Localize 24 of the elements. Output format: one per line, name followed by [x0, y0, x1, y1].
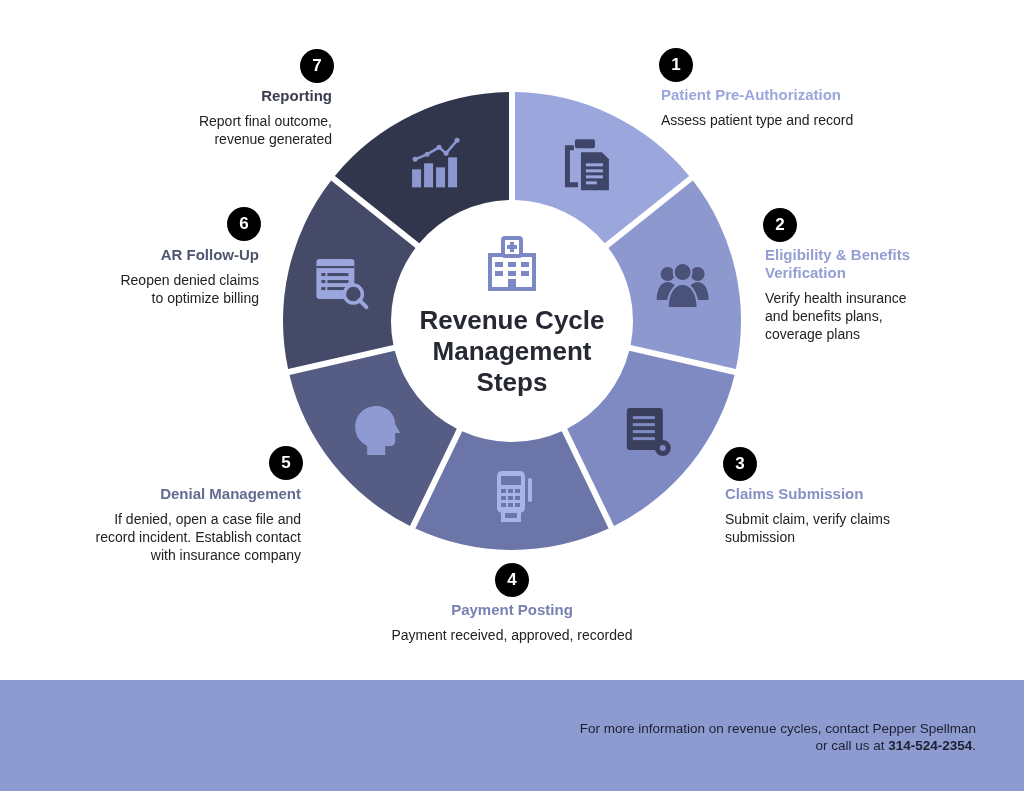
step-number: 2 — [763, 208, 797, 242]
step-number: 7 — [300, 49, 334, 83]
step-heading: Eligibility & Benefits Verification — [765, 246, 912, 282]
step-description: Verify health insurance and benefits plans, coverage plans — [765, 289, 908, 343]
step-description: Assess patient type and record — [661, 111, 854, 129]
step-heading: Denial Management — [160, 485, 301, 503]
step-heading: AR Follow-Up — [160, 246, 259, 264]
step-number: 1 — [659, 48, 693, 82]
step-description: Report final outcome, revenue generated — [197, 112, 332, 148]
step-number: 6 — [227, 207, 261, 241]
footer-band — [0, 680, 1024, 791]
step-number: 5 — [269, 446, 303, 480]
step-description: Submit claim, verify claims submission — [725, 510, 891, 546]
step-heading: Reporting — [261, 87, 332, 105]
step-heading: Claims Submission — [725, 485, 864, 503]
step-heading: Payment Posting — [451, 601, 573, 619]
step-description: If denied, open a case file and record incident. Establish contact with insurance company — [94, 510, 301, 564]
step-description: Reopen denied claims to optimize billing — [119, 271, 259, 307]
contact-text: For more information on revenue cycles, contact Pepper Spellman or call us at 314-524-2354. — [578, 720, 976, 754]
step-description: Payment received, approved, recorded — [391, 626, 633, 644]
step-heading: Patient Pre-Authorization — [661, 86, 841, 104]
center-title: Revenue Cycle Management Steps — [418, 305, 606, 398]
step-number: 3 — [723, 447, 757, 481]
step-number: 4 — [495, 563, 529, 597]
